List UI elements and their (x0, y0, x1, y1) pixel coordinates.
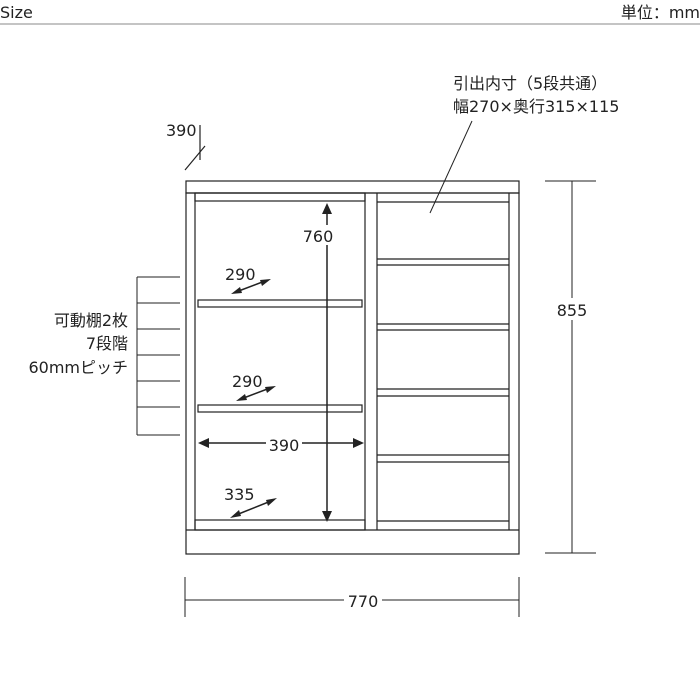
unit-label: 単位：mm (621, 3, 700, 22)
shelf-depth-upper-label: 290 (225, 265, 256, 284)
bottom-depth-label: 335 (224, 485, 255, 504)
shelf-note-backdrop (10, 308, 134, 380)
shelf-depth-lower-arrow (236, 386, 276, 401)
width-label-bg (344, 590, 382, 610)
height-label-bg (556, 298, 590, 320)
inner-width-label: 390 (269, 436, 300, 455)
shelf-position-bracket (136, 276, 180, 436)
bottom-depth-arrow (230, 498, 277, 518)
depth-slant (184, 145, 206, 171)
shelf-note-line3: 60mmピッチ (28, 358, 128, 377)
inner-width-label-bg (266, 435, 302, 453)
shelf-note-line2: 7段階 (86, 334, 128, 353)
shelf-note-line1: 可動棚2枚 (54, 311, 128, 330)
height-label: 855 (557, 301, 588, 320)
shelf-depth-upper-arrow (231, 279, 271, 294)
height-dimension (545, 180, 596, 554)
cabinet-top-board (185, 180, 520, 194)
inner-height-arrow (322, 203, 332, 522)
movable-shelf-lower (197, 404, 363, 413)
drawer-note-line1: 引出内寸（5段共通） (453, 74, 607, 93)
movable-shelf-upper (197, 299, 363, 308)
shelf-depth-lower-label: 290 (232, 372, 263, 391)
width-label: 770 (348, 592, 379, 611)
drawer-note-line2: 幅270×奥行315×115 (453, 97, 619, 116)
open-bottom-rail (194, 519, 366, 531)
cabinet (185, 180, 520, 555)
inner-height-label: 760 (303, 227, 334, 246)
drawer-leader-line (429, 120, 473, 214)
open-top-rail (194, 192, 366, 202)
depth-label: 390 (166, 121, 197, 140)
header-title: Size (0, 3, 33, 22)
inner-height-label-bg (301, 225, 335, 245)
